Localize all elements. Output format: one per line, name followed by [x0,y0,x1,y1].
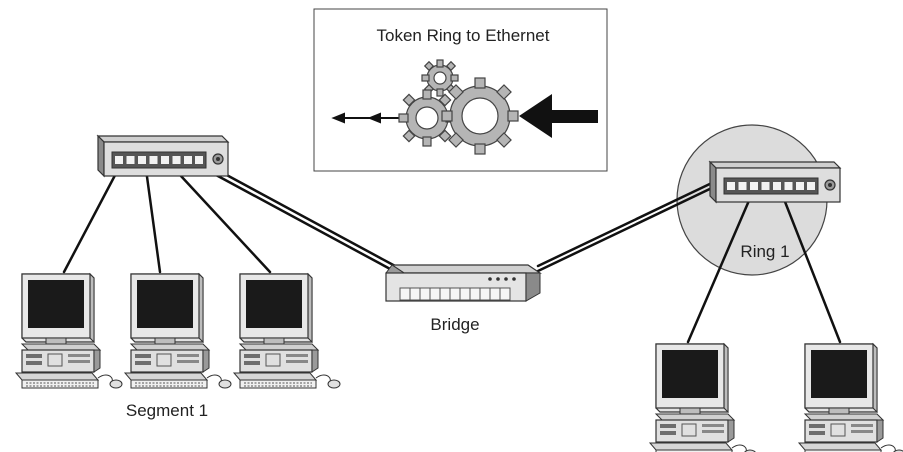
computer-icon [124,273,232,389]
computer-icon [649,343,757,452]
cable [166,160,272,274]
bridge-icon [385,264,542,302]
hub-icon [709,161,841,203]
computer-icon [233,273,341,389]
callout-box: Token Ring to Ethernet [313,8,608,172]
computer-icon [15,273,123,389]
arrow-icon [331,112,402,124]
cable [190,160,394,272]
arrow-icon [519,94,598,138]
bridge-label: Bridge [430,315,479,334]
cable [195,157,399,269]
cable [536,179,718,268]
cable [686,187,756,344]
computer-icon [798,343,903,452]
cable [778,187,842,344]
callout-title: Token Ring to Ethernet [377,26,550,45]
network-cables [62,157,842,344]
segment-label: Segment 1 [126,401,208,420]
cable [62,160,124,274]
cable [143,160,162,274]
ring-label: Ring 1 [740,242,789,261]
hub-icon [97,135,229,177]
gear-icon [398,59,519,155]
cable [536,184,718,273]
